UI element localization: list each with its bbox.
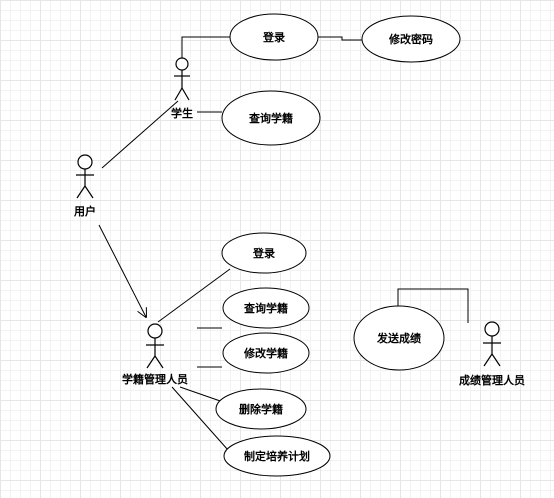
stick-figure-icon [76,154,94,199]
use-case-registrar-login[interactable]: 登录 [221,232,307,274]
actor-grade-admin[interactable]: 成绩管理人员 [459,321,525,387]
actor-label: 成绩管理人员 [459,373,525,387]
use-case-student-login[interactable]: 登录 [229,13,319,61]
stick-figure-icon [483,321,501,367]
use-case-training-plan[interactable]: 制定培养计划 [223,435,331,477]
use-case-label: 删除学籍 [239,402,283,416]
use-case-label: 修改密码 [388,32,433,46]
use-case-registrar-delete[interactable]: 删除学籍 [215,388,307,430]
edge-registrar-delete [179,386,227,404]
use-case-send-grades[interactable]: 发送成绩 [353,305,445,371]
use-case-label: 修改学籍 [243,346,288,360]
use-case-label: 查询学籍 [249,111,293,125]
use-case-label: 制定培养计划 [244,449,310,463]
edge-registrar-login [157,268,231,323]
edge-user-registrar [98,224,146,317]
actor-label: 学籍管理人员 [122,372,188,386]
actor-label: 用户 [74,204,96,218]
edge-grades-admin [397,288,469,323]
actor-label: 学生 [171,106,193,120]
use-case-label: 登录 [252,246,275,260]
use-case-label: 查询学籍 [244,301,288,315]
actor-registrar[interactable]: 学籍管理人员 [122,323,188,386]
use-case-registrar-modify[interactable]: 修改学籍 [222,332,310,374]
actor-user[interactable]: 用户 [74,154,96,218]
actor-student[interactable]: 学生 [171,57,193,120]
stick-figure-icon [146,323,164,369]
edge-student-login [181,36,230,58]
use-case-label: 登录 [262,30,285,44]
use-case-change-password[interactable]: 修改密码 [361,15,461,63]
edge-user-student [101,100,179,169]
use-case-registrar-query[interactable]: 查询学籍 [222,287,310,329]
use-case-label: 发送成绩 [376,331,421,345]
edge-registrar-training-plan [171,386,229,451]
use-case-student-query[interactable]: 查询学籍 [221,90,321,146]
stick-figure-icon [174,57,190,101]
edge-login-change-password [317,36,362,41]
